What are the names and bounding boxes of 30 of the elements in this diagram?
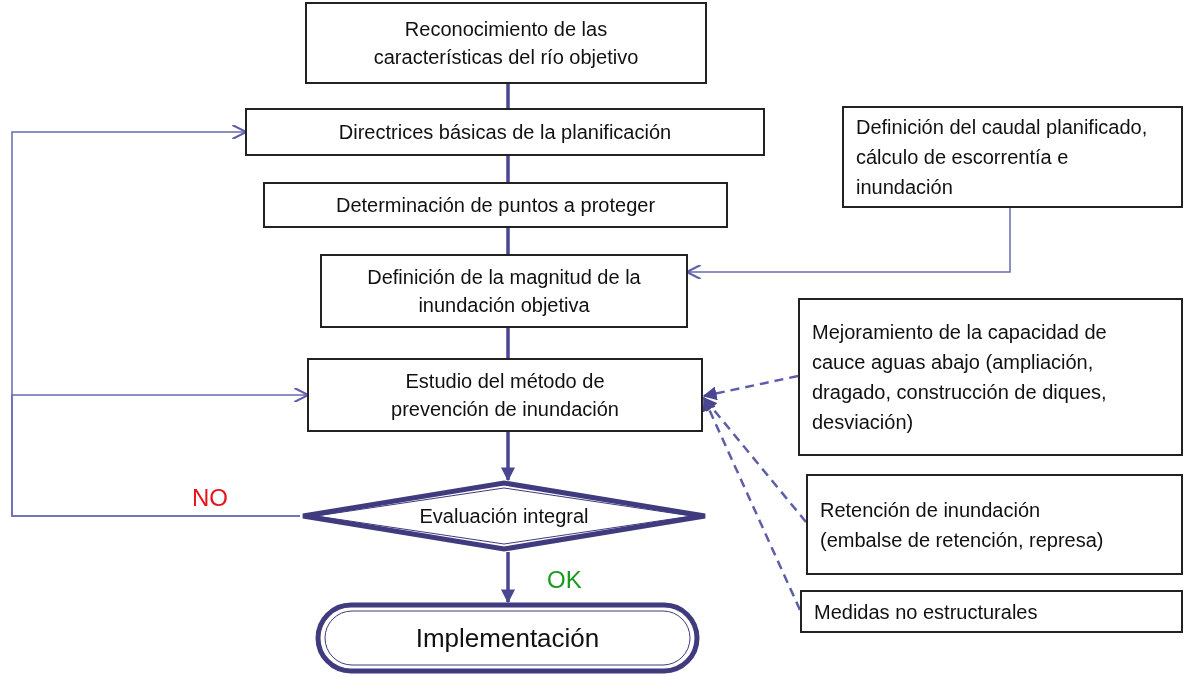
- arrow: [501, 552, 515, 604]
- node-text: Reconocimiento de las características del río objetivo: [372, 17, 640, 70]
- process-box: [842, 106, 1183, 208]
- process-box: [245, 108, 765, 156]
- node-text: Mejoramiento de la capacidad de cauce aguas abajo (ampliación, dragado, construcción de diques, desviación): [812, 320, 1108, 435]
- process-box: [320, 254, 688, 328]
- dashed-arrow: [703, 396, 807, 523]
- process-box: [798, 298, 1183, 456]
- node-text: Estudio del método de prevención de inundación: [390, 369, 620, 422]
- node-text: Determinación de puntos a proteger: [335, 193, 656, 218]
- connector-line: [506, 228, 510, 254]
- node-text: Implementación: [415, 624, 600, 652]
- process-box: [305, 2, 707, 84]
- connector-line: [506, 328, 510, 358]
- dashed-arrow: [702, 374, 799, 401]
- node-text: Definición del caudal planificado, cálculo de escorrentía e inundación: [856, 115, 1149, 200]
- decision-diamond: [300, 480, 708, 552]
- node-text: Directrices básicas de la planificación: [338, 120, 672, 145]
- node-text: Definición de la magnitud de la inundación objetiva: [366, 265, 642, 318]
- node-text: Medidas no estructurales: [814, 599, 1038, 625]
- process-box: [800, 590, 1183, 633]
- connector-line: [506, 84, 510, 108]
- node-text: Evaluación integral: [419, 504, 589, 529]
- process-box: [307, 358, 703, 432]
- process-box: [263, 182, 728, 228]
- arrow: [501, 432, 515, 482]
- process-box: [806, 474, 1183, 575]
- node-text: Retención de inundación (embalse de retención, represa): [820, 497, 1105, 553]
- connector-line: [506, 156, 510, 182]
- dashed-arrow: [702, 396, 802, 611]
